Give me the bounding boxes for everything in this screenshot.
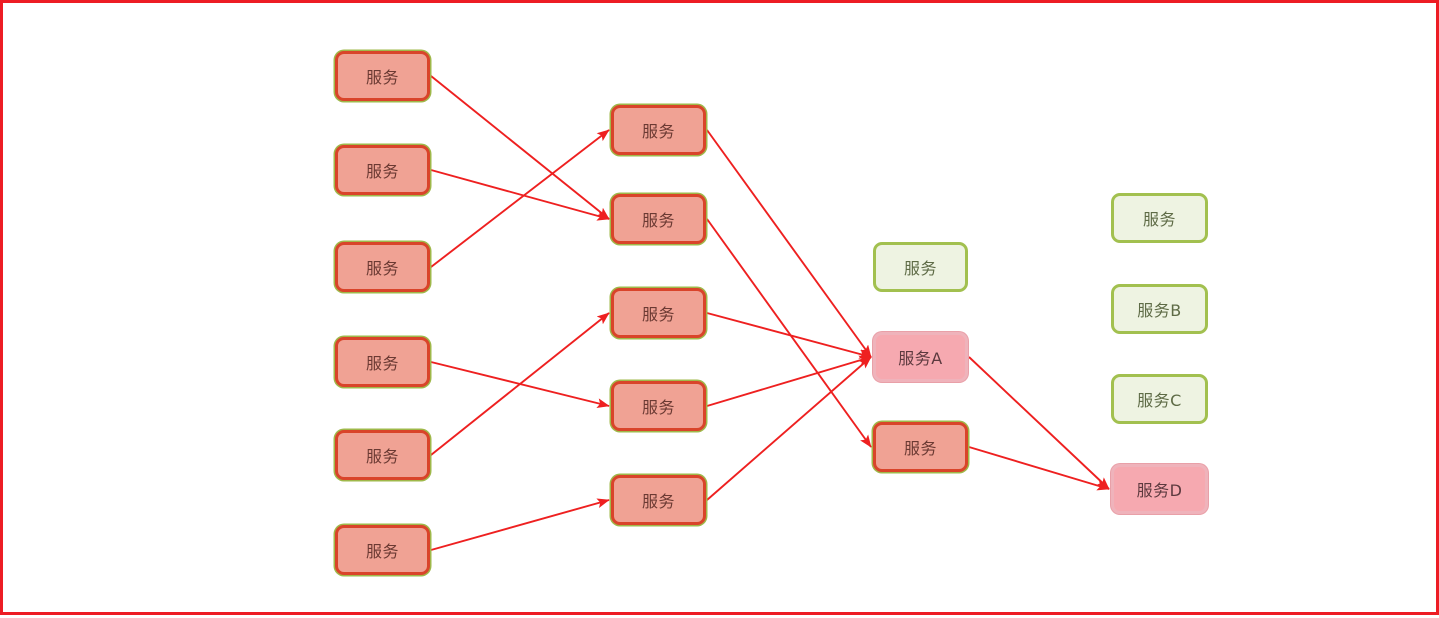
service-node-fc[interactable]: 服务C [1111,374,1208,424]
service-node-label: 服务 [365,259,399,278]
edge-layer [430,75,1110,551]
edge-ra-to-fd [968,356,1110,490]
edge-l3-to-m1 [430,129,610,268]
service-node-label: 服务 [903,439,937,458]
service-node-label: 服务 [641,211,675,230]
service-node-label: 服务D [1136,481,1183,500]
service-node-fd[interactable]: 服务D [1111,464,1208,514]
service-node-fb[interactable]: 服务B [1111,284,1208,334]
edge-l2-to-m2 [430,169,610,221]
edge-m2-to-r2 [706,218,872,448]
service-node-label: 服务 [903,259,937,278]
service-node-label: 服务 [641,122,675,141]
service-node-r1[interactable]: 服务 [873,242,968,292]
service-node-l6[interactable]: 服务 [335,525,430,575]
service-node-label: 服务A [898,349,943,368]
edge-l5-to-m3 [430,312,610,456]
service-node-m1[interactable]: 服务 [611,105,706,155]
service-node-l5[interactable]: 服务 [335,430,430,480]
service-node-r2[interactable]: 服务 [873,422,968,472]
service-node-label: 服务 [365,354,399,373]
service-node-m5[interactable]: 服务 [611,475,706,525]
service-node-f1[interactable]: 服务 [1111,193,1208,243]
service-node-m3[interactable]: 服务 [611,288,706,338]
service-node-label: 服务C [1137,391,1182,410]
service-node-label: 服务 [641,305,675,324]
service-node-label: 服务 [365,542,399,561]
edge-m4-to-ra [706,355,872,407]
edge-l4-to-m4 [430,361,610,408]
service-node-label: 服务 [641,492,675,511]
edge-m5-to-ra [706,356,872,501]
edge-m3-to-ra [706,312,872,359]
service-node-label: 服务 [365,447,399,466]
service-node-l2[interactable]: 服务 [335,145,430,195]
edge-m1-to-ra [706,129,872,358]
service-node-label: 服务 [365,68,399,87]
service-node-label: 服务 [1142,210,1176,229]
edge-l6-to-m5 [430,498,610,551]
service-node-label: 服务B [1137,301,1182,320]
service-node-ra[interactable]: 服务A [873,332,968,382]
service-node-l4[interactable]: 服务 [335,337,430,387]
service-node-l3[interactable]: 服务 [335,242,430,292]
service-node-m4[interactable]: 服务 [611,381,706,431]
edge-l1-to-m2 [430,75,610,220]
service-node-label: 服务 [365,162,399,181]
service-node-label: 服务 [641,398,675,417]
service-node-m2[interactable]: 服务 [611,194,706,244]
service-node-l1[interactable]: 服务 [335,51,430,101]
edge-r2-to-fd [968,446,1110,491]
